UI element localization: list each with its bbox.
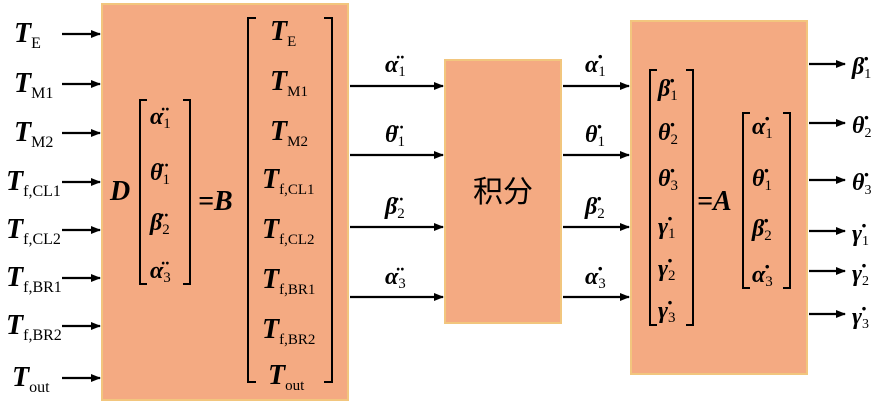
input-label: TM1 — [14, 68, 53, 102]
torque-vector-left-bracket — [247, 17, 256, 383]
velocity-labels: α̇1 θ̇1 β̇2 α̇3 — [584, 52, 606, 292]
output-label: θ̇2 — [852, 113, 871, 141]
vector-entry: Tout — [268, 360, 305, 394]
torque-vector: TE TM1 TM2 Tf,CL1 Tf,CL2 Tf,BR1 Tf,BR2 T… — [262, 16, 315, 394]
vector-entry: β̇1 — [657, 76, 678, 104]
vector-entry: Tf,BR1 — [262, 264, 315, 298]
integrator-label: 积分 — [473, 175, 533, 210]
lhs-vector-left-bracket — [139, 99, 147, 285]
vector-entry: TM2 — [270, 116, 308, 150]
signal-label: β̈2 — [384, 194, 405, 222]
vector-entry: θ̇3 — [658, 166, 678, 194]
torque-vector-right-bracket — [324, 17, 333, 383]
inertia-matrix-symbol: D — [109, 176, 130, 207]
signal-label: β̇2 — [584, 194, 605, 222]
acceleration-labels: α̈1 θ̈1 β̈2 α̈3 — [384, 52, 406, 292]
input-label: Tf,BR2 — [6, 310, 62, 344]
vector-entry: α̇3 — [752, 262, 773, 290]
output-vector-left-bracket — [649, 69, 657, 326]
output-label: γ̇3 — [852, 304, 869, 332]
input-label: TM2 — [14, 117, 53, 151]
integrator-block — [444, 59, 562, 324]
vector-entry: TE — [270, 16, 296, 50]
input-label: Tf,CL2 — [6, 214, 61, 248]
output-label: θ̇3 — [852, 170, 871, 198]
signal-label: θ̈1 — [385, 122, 405, 150]
lhs-vector-right-bracket — [183, 99, 191, 285]
vector-entry: Tf,CL2 — [262, 214, 315, 248]
equals-B: =B — [198, 186, 233, 217]
output-label: γ̇2 — [852, 261, 869, 289]
velocity-arrows — [563, 82, 630, 301]
input-label: Tout — [12, 362, 50, 396]
input-labels: TE TM1 TM2 Tf,CL1 Tf,CL2 Tf,BR1 Tf,BR2 T… — [6, 18, 62, 396]
vector-entry: Tf,BR2 — [262, 314, 315, 348]
output-labels: β̇1 θ̇2 θ̇3 γ̇1 γ̇2 γ̇3 — [851, 54, 871, 332]
acceleration-arrows — [350, 82, 444, 301]
output-rate-vector: β̇1 θ̇2 θ̇3 γ̇1 γ̇2 γ̇3 — [657, 76, 678, 326]
vector-entry: β̇2 — [751, 216, 772, 244]
output-label: γ̇1 — [852, 221, 869, 249]
vector-entry: θ̇2 — [658, 120, 678, 148]
input-arrows — [62, 30, 101, 382]
signal-label: α̈3 — [385, 264, 406, 292]
signal-label: α̇3 — [585, 264, 606, 292]
dynamics-block — [101, 3, 349, 401]
output-arrows — [809, 60, 846, 318]
output-label: β̇1 — [851, 54, 871, 82]
rate-vector-right-bracket — [783, 112, 791, 289]
input-label: Tf,CL1 — [6, 166, 61, 200]
input-rate-vector: α̇1 θ̇1 β̇2 α̇3 — [751, 114, 773, 290]
vector-entry: α̇1 — [752, 114, 773, 142]
vector-entry: TM1 — [270, 66, 308, 100]
input-label: Tf,BR1 — [6, 262, 62, 296]
rate-vector-left-bracket — [742, 112, 750, 289]
kinematics-block — [630, 20, 808, 375]
vector-entry: θ̇1 — [752, 166, 772, 194]
vector-entry: Tf,CL1 — [262, 164, 315, 198]
input-label: TE — [14, 18, 41, 52]
output-vector-right-bracket — [686, 69, 694, 326]
signal-label: θ̇1 — [585, 122, 605, 150]
signal-label: α̈1 — [385, 52, 406, 80]
equals-A: =A — [697, 186, 732, 217]
signal-label: α̇1 — [585, 52, 606, 80]
